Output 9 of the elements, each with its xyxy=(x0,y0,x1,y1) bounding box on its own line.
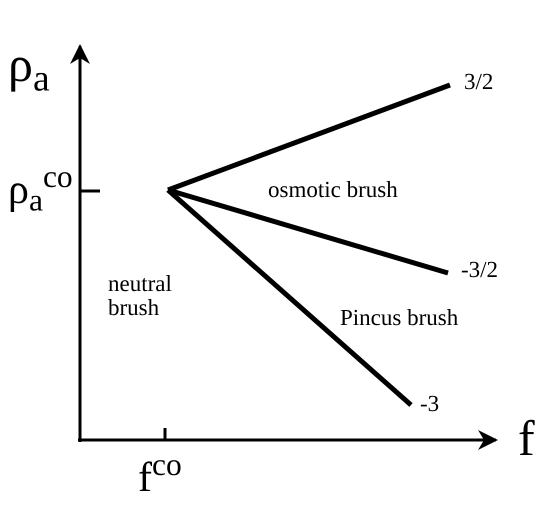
axis-label: ρ$_{a}$ xyxy=(8,38,50,99)
axis-label: f xyxy=(518,412,535,464)
region-label: neutral brush xyxy=(108,272,173,320)
region-label: osmotic brush xyxy=(268,178,398,202)
slope-label: -3 xyxy=(420,392,440,416)
slope-label: -3/2 xyxy=(461,258,498,282)
axis-tick-label: f$^{co}$ xyxy=(138,448,182,500)
slope-label: 3/2 xyxy=(464,70,494,94)
region-label: Pincus brush xyxy=(340,306,458,330)
